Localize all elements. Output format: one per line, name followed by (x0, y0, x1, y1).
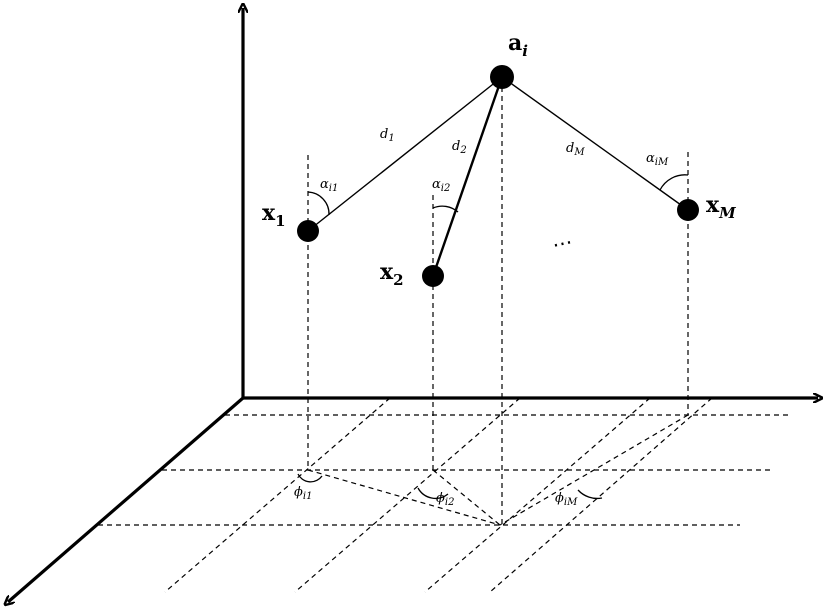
label-dm: dM (566, 141, 585, 158)
grid-line-d1 (164, 397, 391, 593)
phi-im-arc (577, 489, 603, 500)
label-d1: d1 (380, 127, 395, 144)
distance-line-d1 (307, 76, 503, 232)
vertical-drop-lines (307, 78, 689, 525)
angle-arcs (297, 174, 689, 500)
label-anchor: ai (508, 30, 528, 60)
ground-plane-grid (98, 397, 790, 593)
label-phi-im: ϕiM (555, 491, 578, 508)
label-d2: d2 (452, 139, 467, 156)
label-x2: x2 (380, 259, 404, 289)
label-phi-i2: ϕi2 (436, 491, 454, 508)
coordinate-axes (8, 8, 818, 602)
ellipsis-more-points: ⋯ (550, 229, 575, 257)
distance-lines (307, 76, 689, 277)
alpha-im-arc (659, 174, 689, 191)
phi-i1-arc (297, 473, 323, 483)
alpha-i2-arc (432, 205, 459, 213)
projection-line-2 (432, 469, 501, 526)
distance-line-d2 (431, 76, 504, 277)
label-alpha-im: αiM (646, 151, 669, 168)
grid-line-d4 (489, 397, 713, 593)
projection-line-1 (307, 469, 501, 526)
label-alpha-i2: αi2 (432, 177, 450, 194)
points (297, 65, 699, 287)
grid-line-d3 (424, 397, 651, 593)
anchor-point (490, 65, 514, 89)
point-x2 (422, 265, 444, 287)
point-xm (677, 199, 699, 221)
phi-i2-arc (417, 487, 449, 500)
label-x1: x1 (262, 200, 286, 230)
x-axis (8, 396, 245, 602)
alpha-i1-arc (307, 191, 330, 216)
point-x1 (297, 220, 319, 242)
label-xm: xM (706, 192, 736, 222)
projection-line-m (499, 414, 689, 526)
label-phi-i1: ϕi1 (294, 485, 312, 502)
label-alpha-i1: αi1 (320, 177, 338, 194)
grid-line-d2 (294, 397, 521, 593)
labels: ai x1 x2 xM d1 d2 dM αi1 αi2 αiM ϕi1 ϕi2… (262, 30, 736, 508)
distance-line-dm (501, 76, 689, 211)
